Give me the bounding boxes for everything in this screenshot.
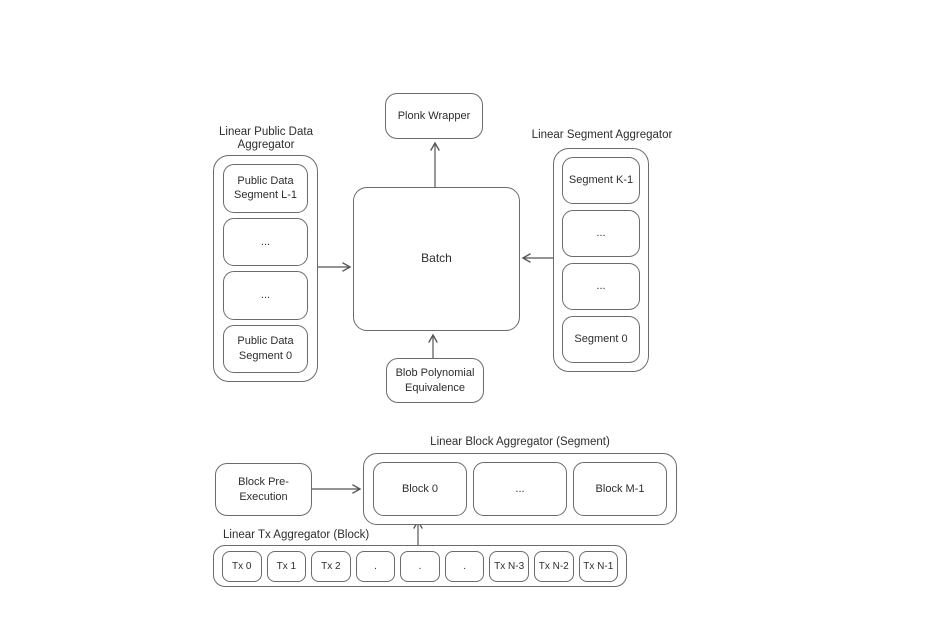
block-aggregator-title: Linear Block Aggregator (Segment) [430, 436, 610, 448]
segment-ellipsis-node: ... [562, 263, 640, 310]
tx-aggregator-title: Linear Tx Aggregator (Block) [223, 529, 370, 541]
tx-1-node: Tx 1 [266, 550, 307, 582]
tx-dot-node: . [400, 550, 440, 582]
tx-2-node: Tx 2 [311, 550, 351, 582]
public-data-segment-0-node: Public Data Segment 0 [223, 324, 308, 373]
tx-n1-node: Tx N-1 [578, 550, 619, 582]
tx-n3-node: Tx N-3 [489, 550, 529, 582]
plonk-wrapper-node: Plonk Wrapper [385, 93, 483, 139]
block-0-node: Block 0 [373, 462, 467, 516]
blob-polynomial-equivalence-node: Blob Polynomial Equivalence [386, 358, 484, 403]
segment-ellipsis-node: ... [562, 210, 640, 257]
tx-n2-node: Tx N-2 [533, 550, 574, 582]
public-data-ellipsis-node: ... [223, 271, 308, 320]
public-data-segment-l1-node: Public Data Segment L-1 [223, 164, 308, 213]
public-data-ellipsis-node: ... [223, 217, 308, 266]
tx-0-node: Tx 0 [222, 550, 262, 582]
segment-aggregator-container: Segment K-1 ... ... Segment 0 [553, 148, 649, 372]
public-data-aggregator-container: Public Data Segment L-1 ... ... Public D… [213, 155, 318, 382]
segment-k1-node: Segment K-1 [562, 157, 640, 204]
tx-dot-node: . [355, 550, 396, 582]
tx-aggregator-container: Tx 0 Tx 1 Tx 2 . . . Tx N-3 Tx N-2 Tx N-… [213, 545, 627, 587]
public-data-aggregator-title: Linear Public Data Aggregator [219, 126, 313, 151]
segment-0-node: Segment 0 [562, 316, 640, 363]
batch-node: Batch [353, 187, 520, 331]
block-aggregator-container: Block 0 ... Block M-1 [363, 453, 677, 525]
block-pre-execution-node: Block Pre-Execution [215, 463, 312, 516]
tx-dot-node: . [444, 550, 485, 582]
block-m1-node: Block M-1 [573, 462, 667, 516]
block-ellipsis-node: ... [473, 462, 567, 516]
segment-aggregator-title: Linear Segment Aggregator [531, 129, 673, 141]
